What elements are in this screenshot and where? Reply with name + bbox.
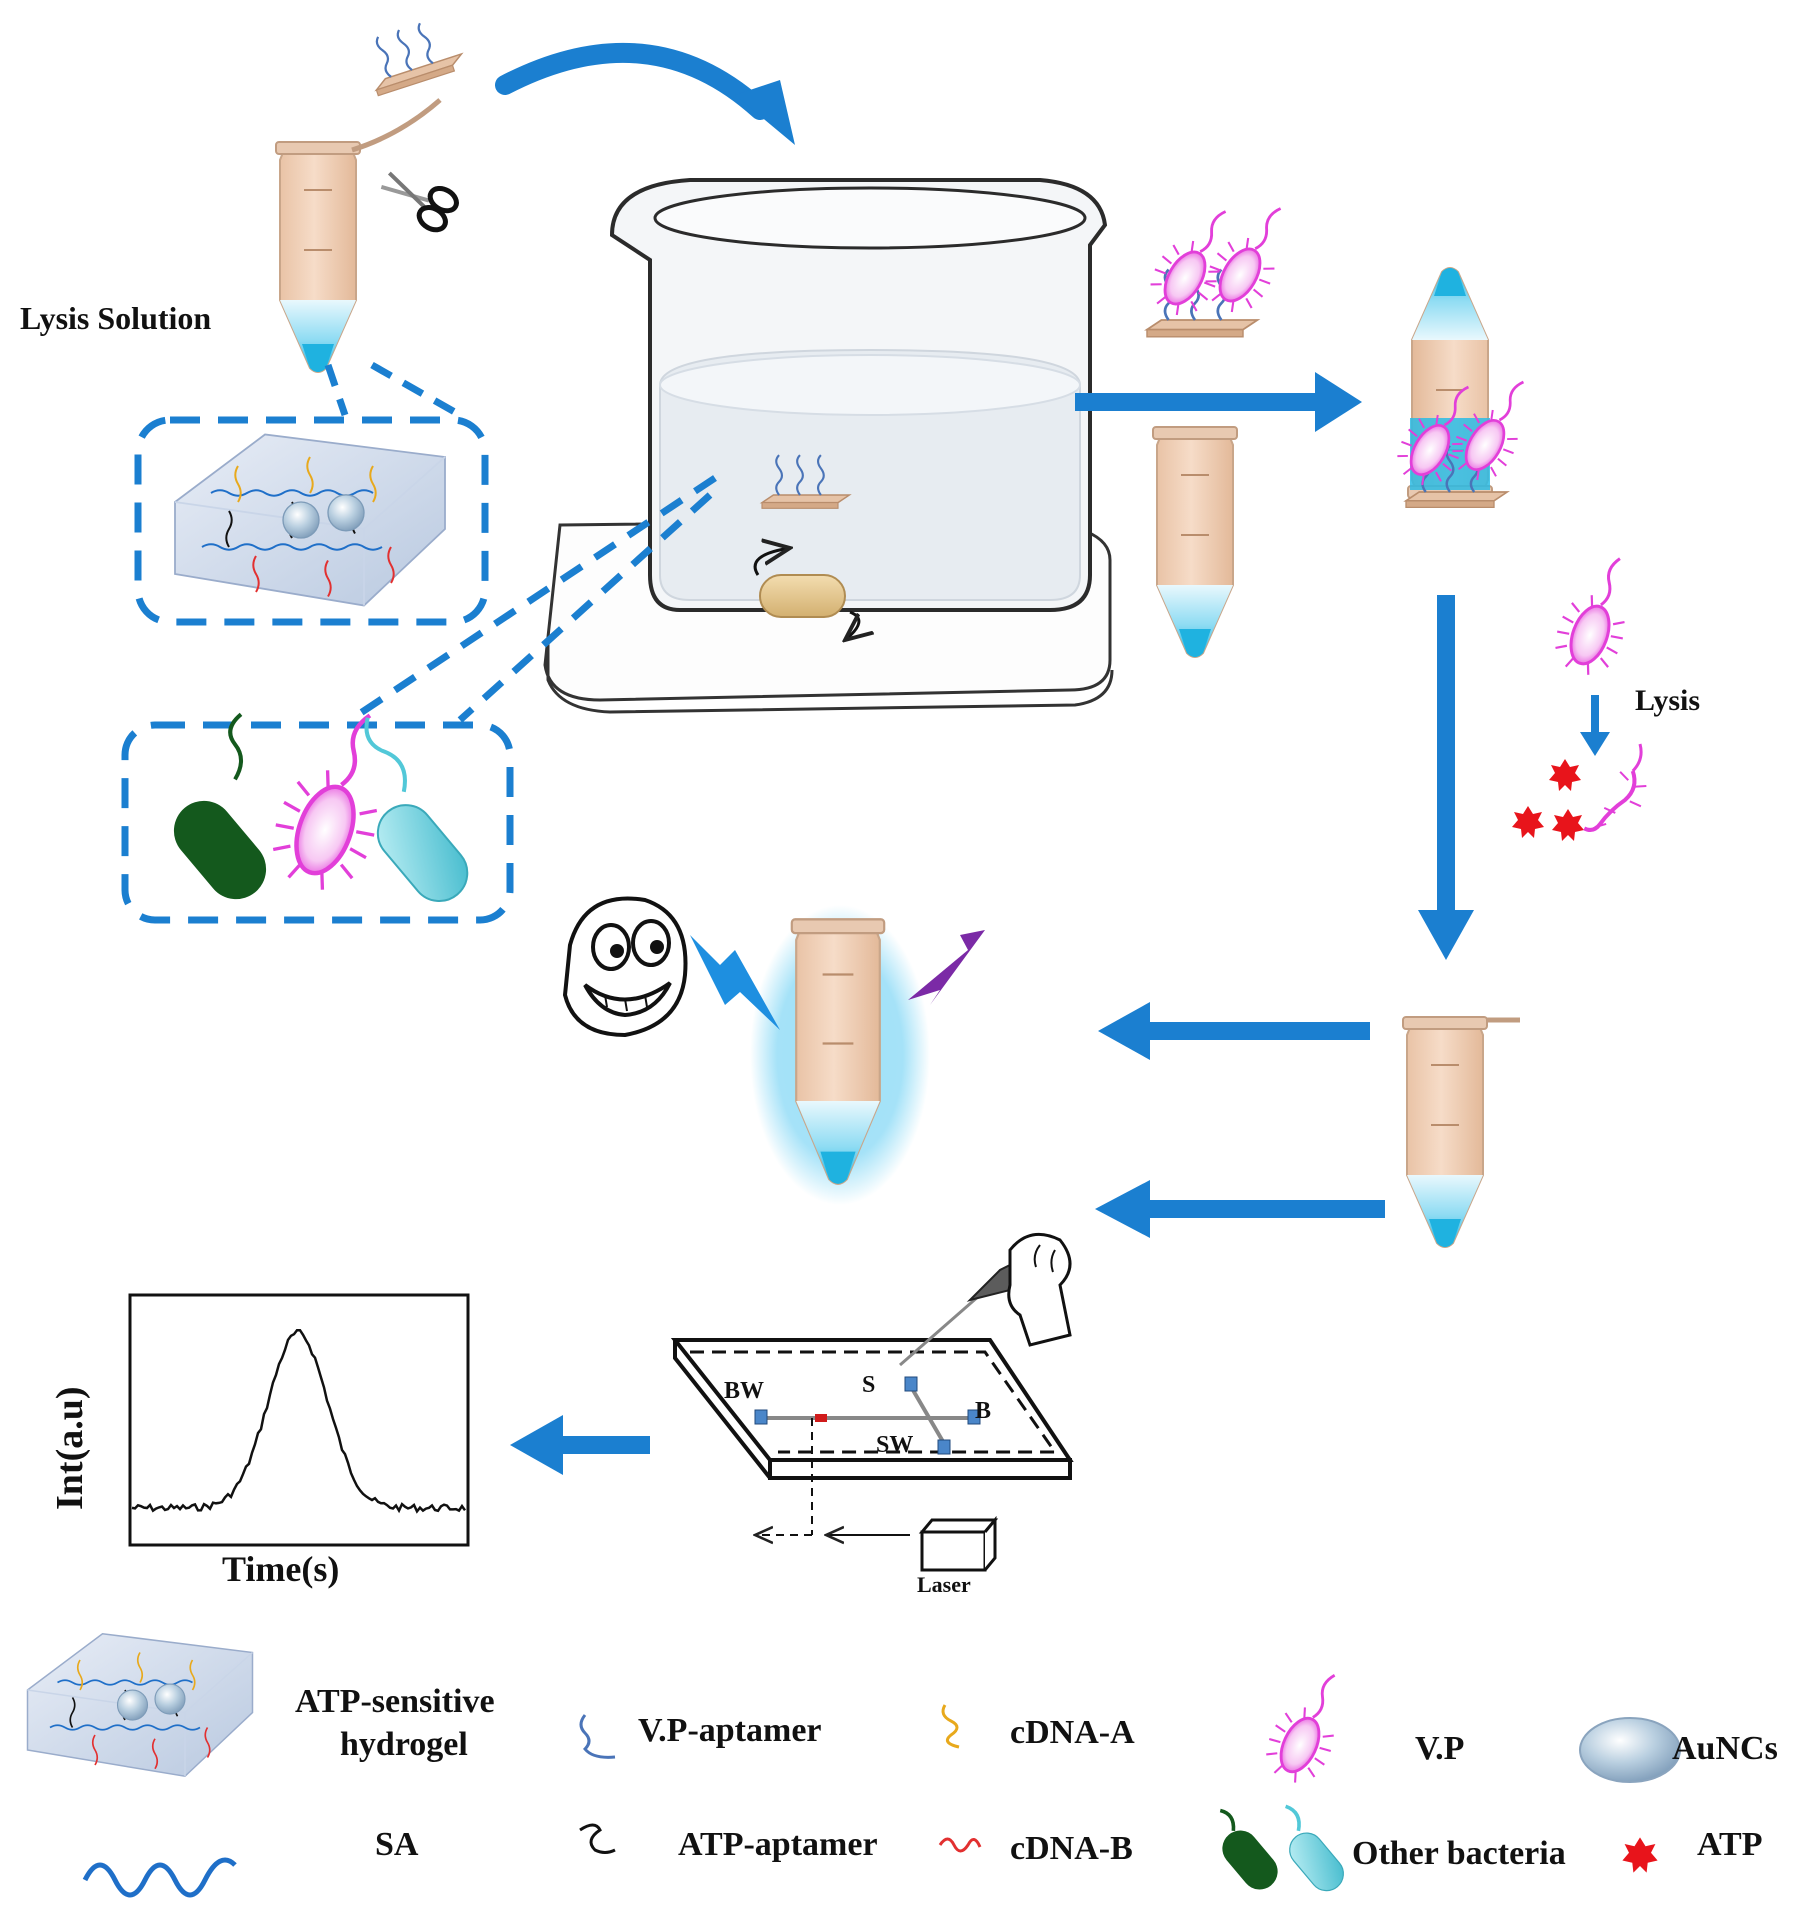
left-arrow-head: [1095, 1180, 1150, 1238]
legend-vp-icon: [1255, 1660, 1362, 1792]
legend-vp-aptamer-icon: [579, 1714, 616, 1759]
vp-bacterium-icon: [1194, 190, 1307, 323]
left-arrow: [555, 1436, 650, 1454]
signal-trace: [131, 1328, 467, 1514]
left-arrow: [1140, 1200, 1385, 1218]
left-arrow-head: [510, 1415, 563, 1475]
laser-label: Laser: [917, 1572, 971, 1597]
chip-s-label: S: [862, 1372, 876, 1398]
stir-bar-icon: [753, 548, 859, 640]
beaker-icon: [609, 178, 1108, 612]
chip-b-label: B: [975, 1398, 992, 1424]
atp-icon: [1512, 806, 1544, 838]
chip-sw-label: SW: [876, 1432, 914, 1458]
down-arrow-head: [1418, 910, 1474, 960]
legend-sa-icon: [82, 1857, 237, 1898]
legend-aunc-label: AuNCs: [1672, 1730, 1778, 1767]
zoom-line: [348, 475, 717, 723]
left-arrow: [1140, 1022, 1370, 1040]
cyan-bacterium-icon: [364, 717, 469, 902]
left-arrow-head: [1098, 1002, 1150, 1060]
electropherogram-graph: [128, 1293, 470, 1547]
lightning-icon: [908, 930, 985, 1005]
legend-cdna-b-icon: [938, 1837, 982, 1853]
lysis-solution-label: Lysis Solution: [20, 300, 212, 336]
lysed-bacterium-icon: [1583, 743, 1647, 832]
zoom-line: [370, 361, 462, 419]
green-bacterium-icon: [173, 712, 267, 900]
atp-icon: [1549, 759, 1581, 791]
legend-atp-label: ATP: [1697, 1826, 1763, 1863]
vp-bacterium-icon: [260, 698, 412, 900]
hydrogel-icon: [174, 433, 446, 607]
legend-atp-aptamer-icon: [579, 1823, 616, 1854]
chip-bw-label: BW: [724, 1378, 765, 1404]
legend-vp-label: V.P: [1415, 1730, 1465, 1767]
graph-y-axis-label: Int(a.u): [49, 1386, 91, 1510]
legend-vp-aptamer-label: V.P-aptamer: [638, 1712, 822, 1749]
legend-sa-label: SA: [375, 1826, 419, 1863]
legend-other-bacteria-cyan-icon: [1284, 1804, 1344, 1892]
legend-cdna-b-label: cDNA-B: [1010, 1830, 1133, 1867]
legend-hydrogel-label-line1: ATP-sensitive: [295, 1683, 495, 1720]
lightning-icon: [690, 935, 780, 1030]
microchip-icon: [670, 1338, 1074, 1535]
smiley-face-icon: [562, 896, 688, 1038]
hydrogel-zoom-box: [134, 416, 489, 626]
down-arrow: [1437, 595, 1455, 920]
pipette-hand-icon: [899, 1232, 1072, 1367]
bacteria-zoom-box: [121, 721, 514, 924]
right-arrow-head: [1315, 372, 1362, 432]
legend-hydrogel-label-line2: hydrogel: [340, 1726, 468, 1763]
lysis-label: Lysis: [1635, 684, 1701, 717]
eppendorf-tube: [1402, 1016, 1488, 1248]
lysis-arrow-head: [1580, 732, 1610, 756]
zoom-line: [457, 492, 713, 723]
tube-lid-hinge: [351, 98, 442, 153]
lysis-arrow: [1591, 695, 1599, 735]
scissors-icon: [380, 171, 459, 233]
strip-on-tube: [359, 12, 467, 97]
legend-atp-aptamer-label: ATP-aptamer: [678, 1826, 878, 1863]
vp-bacterium-icon: [1545, 545, 1650, 684]
curved-arrow: [495, 42, 770, 120]
legend-atp-icon: [1622, 1837, 1658, 1873]
atp-icon: [1552, 809, 1584, 841]
legend-other-bacteria-label: Other bacteria: [1352, 1835, 1566, 1872]
curved-arrow-head: [735, 80, 795, 145]
legend-cdna-a-icon: [941, 1704, 960, 1749]
legend-hydrogel-icon: [26, 1632, 254, 1778]
right-arrow: [1075, 393, 1325, 411]
zoom-line: [324, 363, 349, 417]
legend-cdna-a-label: cDNA-A: [1010, 1714, 1135, 1751]
eppendorf-tube: [1152, 426, 1238, 658]
legend-other-bacteria-green-icon: [1219, 1808, 1278, 1890]
laser-box-icon: [918, 1515, 999, 1572]
legend-aunc-icon: [1579, 1717, 1681, 1783]
lysis-solution-tube: [275, 141, 361, 373]
graph-x-axis-label: Time(s): [222, 1549, 340, 1589]
